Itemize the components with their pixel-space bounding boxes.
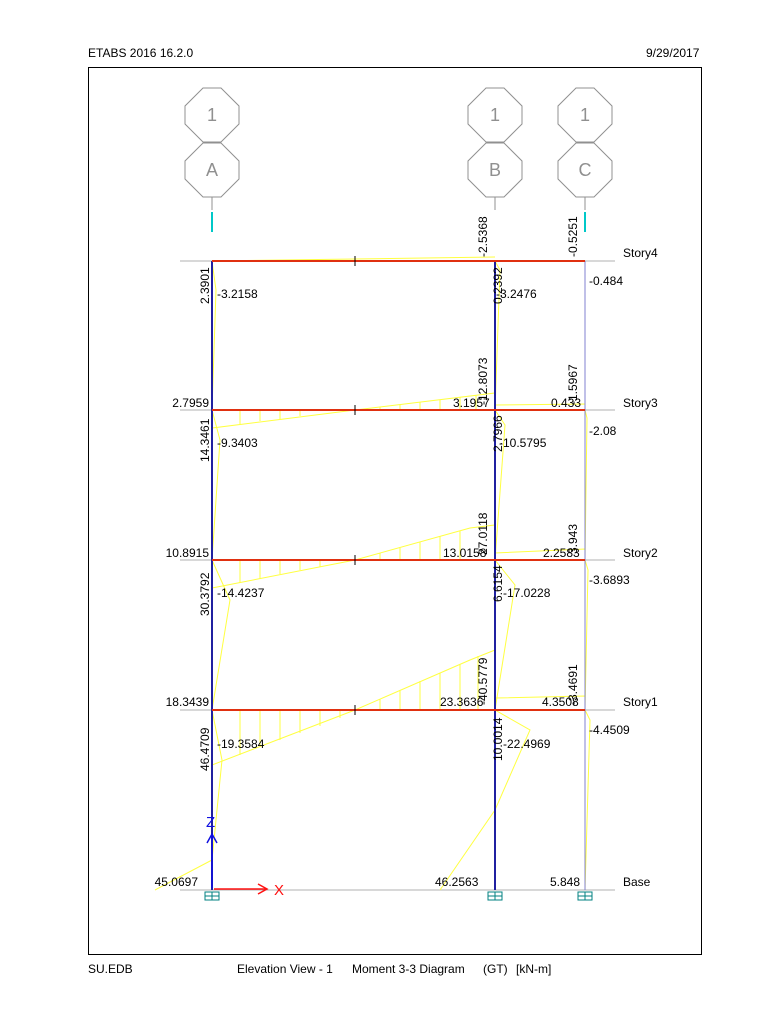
grid-bubble-c[interactable] xyxy=(557,87,613,198)
story-lines xyxy=(180,260,615,891)
units: [kN-m] xyxy=(516,962,552,976)
value-label: -3.6893 xyxy=(589,573,630,587)
value-label: 0.2392 xyxy=(491,267,505,304)
value-label: 45.0697 xyxy=(155,875,199,889)
value-label: -40.5779 xyxy=(476,657,490,705)
value-label: 0.433 xyxy=(551,396,581,410)
grid-c-number: 1 xyxy=(580,105,590,125)
z-axis-icon: Z xyxy=(206,814,218,888)
value-label: 6.6154 xyxy=(491,565,505,602)
story-label-base: Base xyxy=(623,875,651,889)
value-label: -19.3584 xyxy=(217,737,265,751)
value-label: 10.0014 xyxy=(491,717,505,761)
value-label: -12.8073 xyxy=(476,357,490,405)
beams[interactable] xyxy=(212,260,585,711)
value-label: 2.7959 xyxy=(172,396,209,410)
grid-c-letter: C xyxy=(579,160,592,180)
value-label: 3.1957 xyxy=(453,396,490,410)
value-label: 3.943 xyxy=(566,524,580,554)
value-label: -3.2158 xyxy=(217,287,258,301)
value-label: -0.5251 xyxy=(566,216,580,257)
columns[interactable] xyxy=(211,261,496,890)
print-date: 9/29/2017 xyxy=(646,46,700,60)
app-version: ETABS 2016 16.2.0 xyxy=(88,46,194,60)
value-label: -3.2476 xyxy=(496,287,537,301)
z-axis-label: Z xyxy=(206,814,215,831)
diagram-type: Moment 3-3 Diagram xyxy=(352,962,465,976)
x-axis-label: X xyxy=(274,882,284,899)
value-label: 13.0158 xyxy=(443,546,487,560)
grid-b-letter: B xyxy=(489,160,501,180)
story-label-story4: Story4 xyxy=(623,246,658,260)
value-label: -22.4969 xyxy=(503,737,551,751)
column-stubs xyxy=(211,212,586,232)
value-label: 46.2563 xyxy=(435,875,479,889)
value-label: -3.4691 xyxy=(566,664,580,705)
value-label: -17.0228 xyxy=(503,586,551,600)
value-label: -4.4509 xyxy=(589,723,630,737)
drawing-frame xyxy=(88,67,702,955)
value-label: 30.3792 xyxy=(198,572,212,616)
moment-diagram-fills xyxy=(154,256,591,891)
value-label: -14.4237 xyxy=(217,586,265,600)
value-label: 46.4709 xyxy=(198,727,212,771)
story-label-story3: Story3 xyxy=(623,396,658,410)
value-label: -2.08 xyxy=(589,424,617,438)
story-label-story1: Story1 xyxy=(623,695,658,709)
value-label: 2.7966 xyxy=(491,415,505,452)
value-label: -10.5795 xyxy=(499,436,547,450)
value-label: -1.5967 xyxy=(566,364,580,405)
value-label: -0.484 xyxy=(589,274,623,288)
grid-a-number: 1 xyxy=(207,105,217,125)
value-label: 5.848 xyxy=(550,875,580,889)
value-label: 27.0118 xyxy=(476,512,490,555)
grid-a-letter: A xyxy=(206,160,218,180)
value-label: 4.3508 xyxy=(542,695,579,709)
view-name: Elevation View - 1 xyxy=(237,962,333,976)
grid-bubble-b[interactable] xyxy=(467,87,523,198)
value-label: 2.3901 xyxy=(198,267,212,304)
grid-bubble-a[interactable] xyxy=(184,87,240,198)
value-label: 23.3636 xyxy=(440,695,484,709)
story-label-story2: Story2 xyxy=(623,546,658,560)
value-label: -9.3403 xyxy=(217,436,258,450)
value-label: 10.8915 xyxy=(166,546,210,560)
value-label: 18.3439 xyxy=(166,695,210,709)
x-axis-icon: X xyxy=(214,882,284,899)
value-label: 2.2583 xyxy=(543,546,580,560)
file-name: SU.EDB xyxy=(88,962,133,976)
value-label: 14.3461 xyxy=(198,418,212,462)
supports[interactable] xyxy=(204,891,593,901)
grid-b-number: 1 xyxy=(490,105,500,125)
value-label: -2.5368 xyxy=(476,216,490,257)
load-case: (GT) xyxy=(483,962,508,976)
